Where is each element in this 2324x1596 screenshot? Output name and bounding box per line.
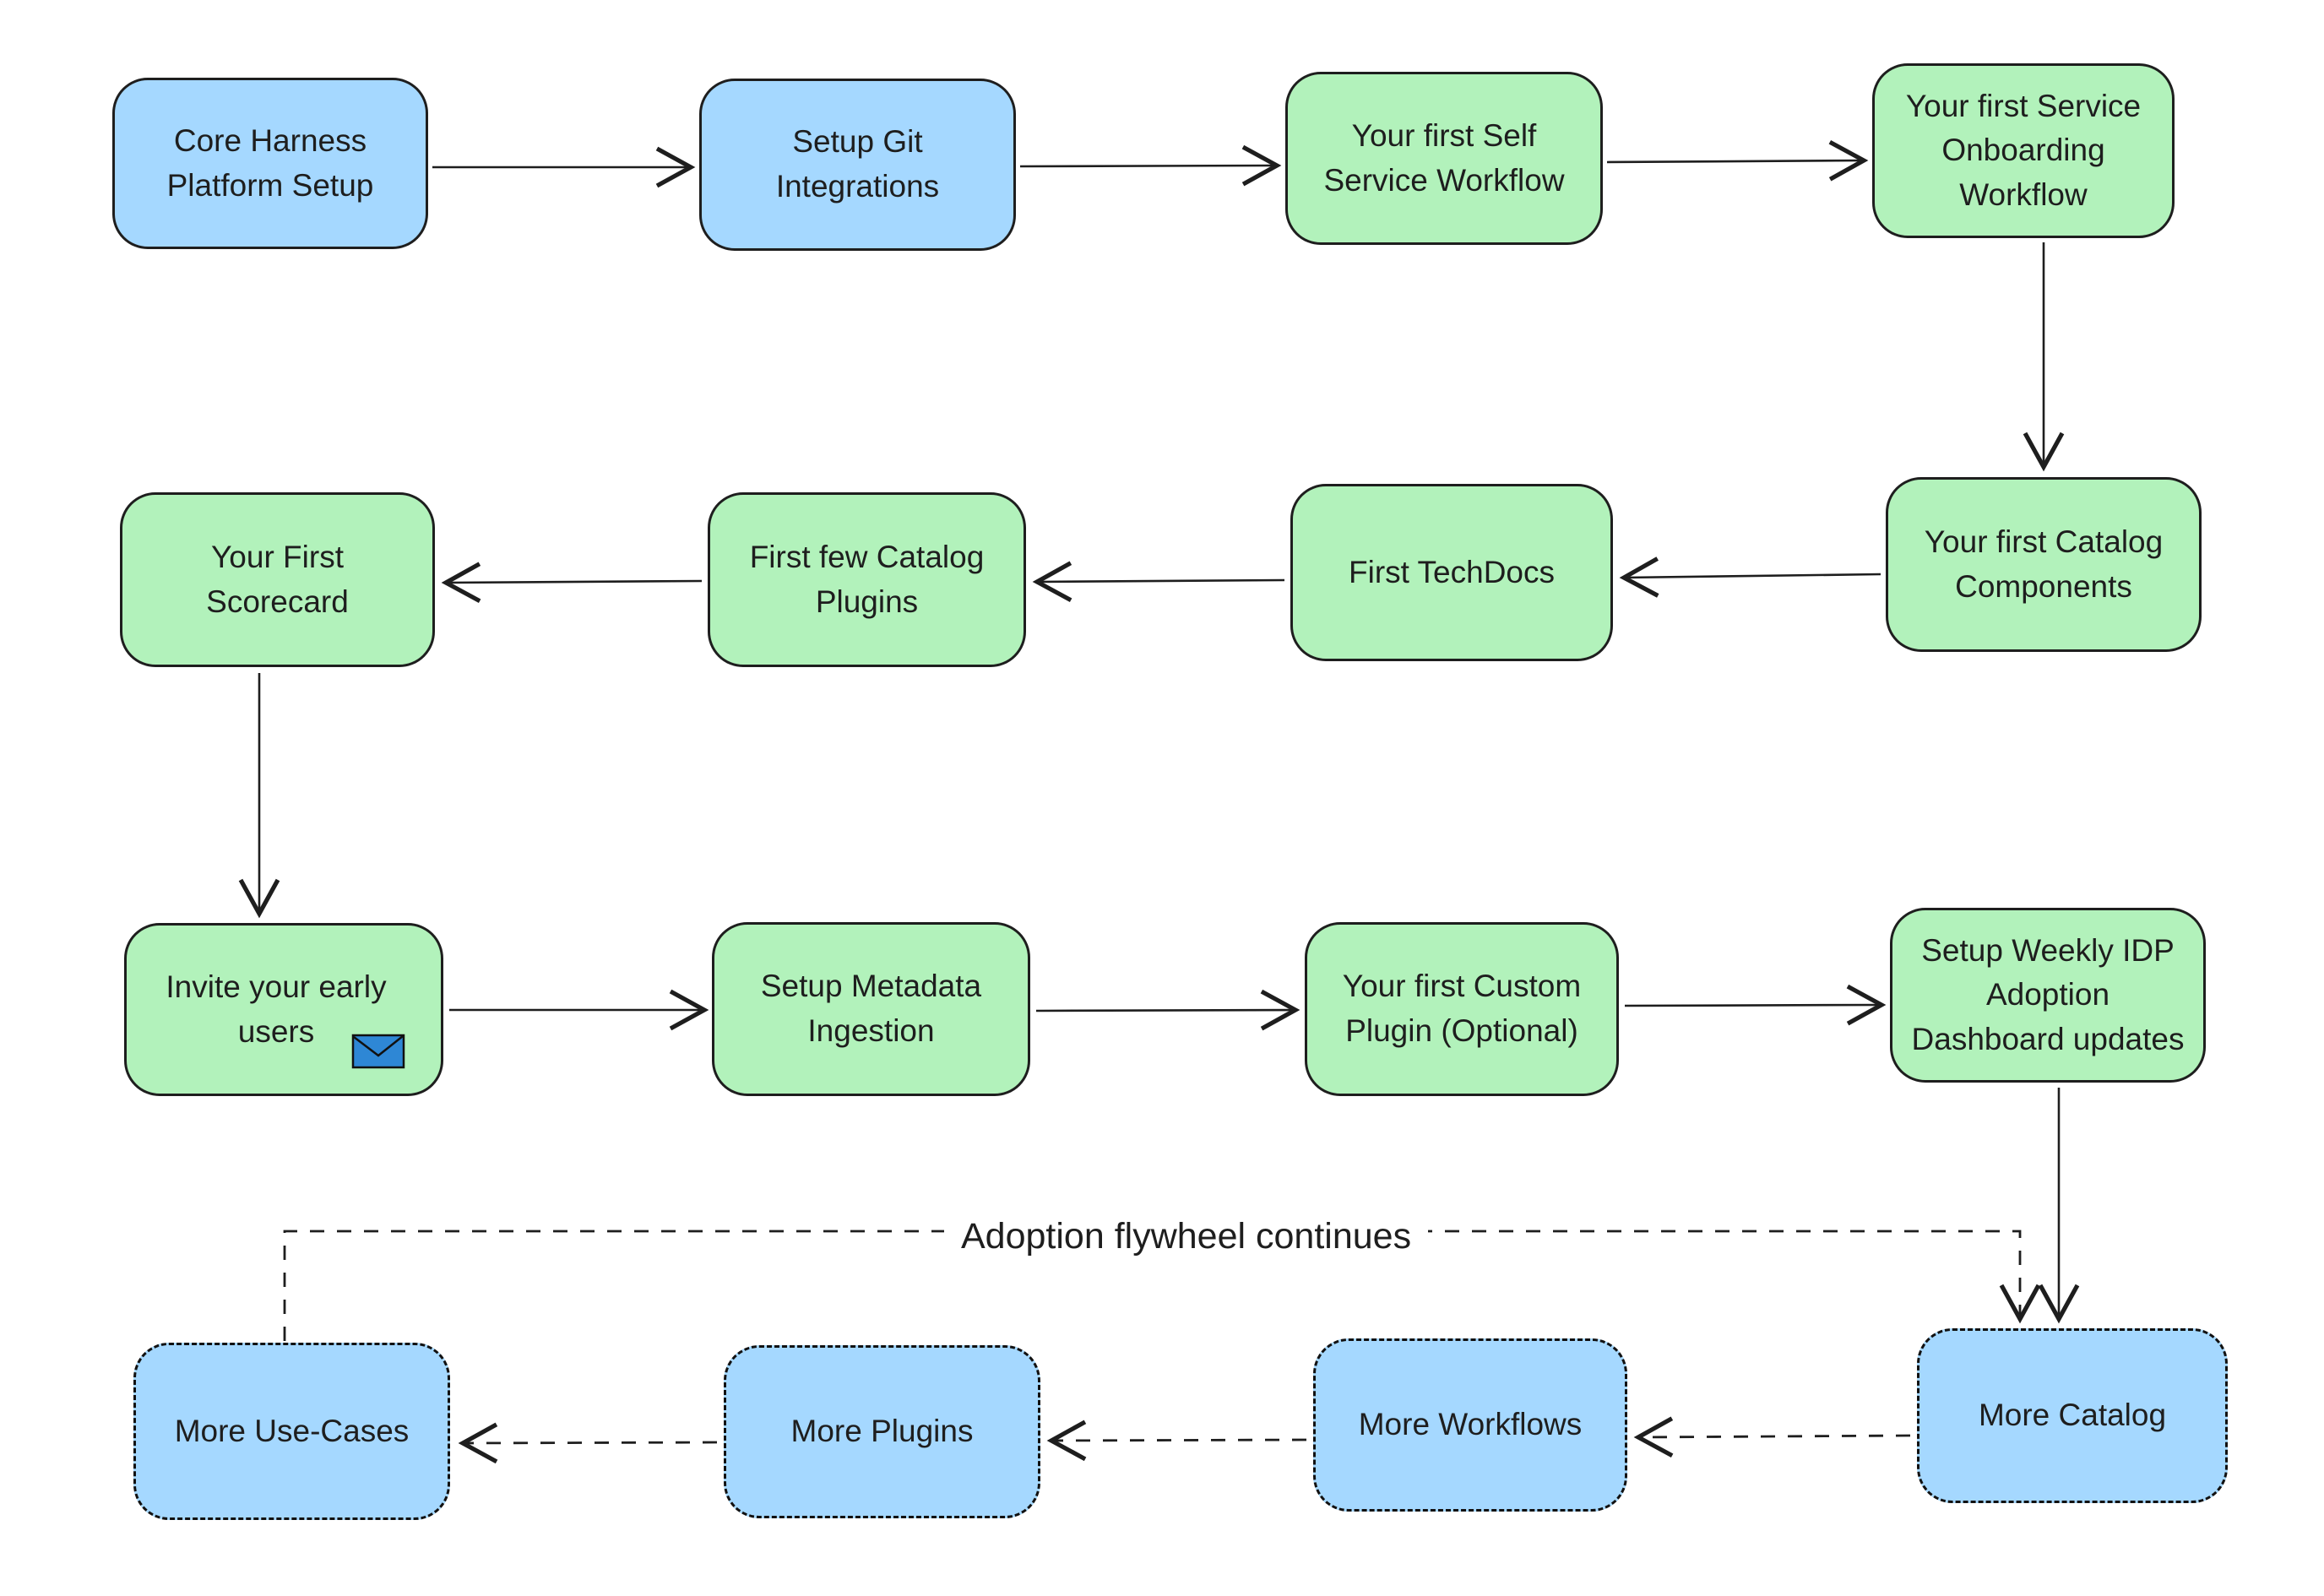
node-label: Your First Scorecard <box>206 539 349 619</box>
node-first-catalog-components[interactable]: Your first Catalog Components <box>1886 477 2202 652</box>
node-label: More Use-Cases <box>174 1413 410 1448</box>
arrow-morecatalog-to-moreworkflows <box>1633 1416 1911 1458</box>
node-label: First TechDocs <box>1349 554 1555 589</box>
node-label: Core Harness Platform Setup <box>166 122 374 203</box>
flywheel-continues-label: Adoption flywheel continues <box>944 1213 1429 1261</box>
node-label: Your first Self Service Workflow <box>1323 117 1565 198</box>
node-label: Your first Service Onboarding Workflow <box>1905 88 2142 212</box>
node-first-few-catalog-plugins[interactable]: First few Catalog Plugins <box>708 492 1026 667</box>
node-first-scorecard[interactable]: Your First Scorecard <box>120 492 435 667</box>
node-label: Setup Weekly IDP Adoption Dashboard upda… <box>1911 932 2185 1056</box>
node-first-custom-plugin[interactable]: Your first Custom Plugin (Optional) <box>1305 922 1619 1096</box>
node-more-plugins[interactable]: More Plugins <box>724 1345 1040 1518</box>
node-label: Invite your early users <box>166 969 387 1049</box>
node-label: Setup Metadata Ingestion <box>760 969 982 1048</box>
node-label: Setup Git Integrations <box>775 124 940 204</box>
arrow-moreworkflows-to-moreplugins <box>1046 1420 1307 1462</box>
node-invite-early-users[interactable]: Invite your early users <box>124 923 443 1096</box>
node-weekly-idp-adoption-dashboard[interactable]: Setup Weekly IDP Adoption Dashboard upda… <box>1890 908 2206 1083</box>
node-label: More Plugins <box>790 1414 974 1449</box>
node-setup-metadata-ingestion[interactable]: Setup Metadata Ingestion <box>712 922 1030 1096</box>
envelope-icon <box>351 1034 405 1069</box>
node-label: Your first Custom Plugin (Optional) <box>1342 969 1582 1048</box>
node-label: More Catalog <box>1978 1398 2167 1433</box>
arrow-customplugin-to-weeklyidp <box>1624 984 1887 1026</box>
arrow-metadata-to-customplugin <box>1035 989 1300 1031</box>
node-more-use-cases[interactable]: More Use-Cases <box>133 1343 450 1520</box>
node-label: Your first Catalog Components <box>1924 524 2164 604</box>
arrow-catalogcomponents-to-techdocs <box>1619 556 1881 598</box>
arrow-techdocs-to-catalogplugins <box>1032 561 1285 603</box>
arrow-moreplugins-to-moreusecases <box>458 1422 718 1464</box>
node-more-workflows[interactable]: More Workflows <box>1313 1338 1627 1512</box>
node-more-catalog[interactable]: More Catalog <box>1917 1328 2228 1503</box>
arrow-catalogplugins-to-scorecard <box>441 562 703 604</box>
node-label: More Workflows <box>1358 1407 1583 1442</box>
node-core-harness-platform-setup[interactable]: Core Harness Platform Setup <box>112 78 428 249</box>
node-label: First few Catalog Plugins <box>749 539 985 619</box>
node-first-self-service-workflow[interactable]: Your first Self Service Workflow <box>1285 72 1603 245</box>
node-setup-git-integrations[interactable]: Setup Git Integrations <box>699 79 1016 251</box>
node-first-service-onboarding-workflow[interactable]: Your first Service Onboarding Workflow <box>1872 63 2175 238</box>
node-first-techdocs[interactable]: First TechDocs <box>1290 484 1613 661</box>
arrow-selfservice-to-onboarding <box>1606 139 1869 182</box>
